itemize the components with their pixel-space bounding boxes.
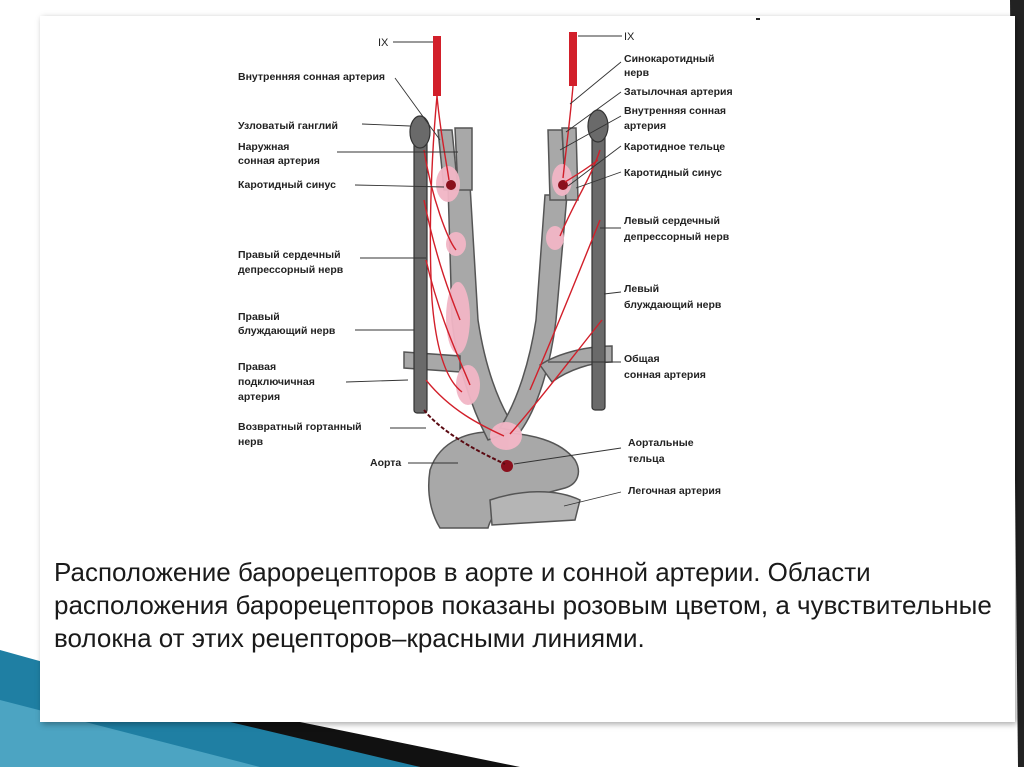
right-external-carotid (454, 127, 473, 191)
label-common-carotid-2: сонная артерия (624, 369, 706, 381)
right-cc-zone-3 (456, 365, 480, 405)
label-carotid-body: Каротидное тельце (624, 141, 725, 153)
label-sinocarotid-1: Синокаротидный (624, 53, 714, 65)
baroreceptor-diagram: IX Внутренняя сонная артерия Узловатый г… (238, 18, 760, 529)
left-nodose-ganglion (587, 109, 609, 143)
leader-lines (337, 35, 622, 507)
slide-caption: Расположение барорецепторов в аорте и со… (54, 557, 992, 653)
label-external-carotid-1: Наружная (238, 141, 289, 153)
label-pulmonary: Легочная артерия (628, 485, 721, 497)
glossopharyngeal-nerves (433, 32, 577, 96)
label-left-depressor-1: Левый сердечный (624, 215, 720, 227)
label-recurrent-laryngeal-1: Возвратный гортанный (238, 421, 362, 433)
right-labels: IX Синокаротидный нерв Затылочная артери… (624, 31, 733, 497)
label-internal-carotid-right-2: артерия (624, 120, 666, 132)
right-carotid-body (446, 180, 456, 190)
label-left-depressor-2: депрессорный нерв (624, 231, 730, 243)
right-nodose-ganglion (409, 115, 431, 149)
baroreceptor-zones (436, 164, 572, 450)
label-common-carotid-1: Общая (624, 353, 660, 365)
label-aorta: Аорта (370, 457, 401, 469)
label-recurrent-laryngeal-2: нерв (238, 436, 264, 448)
label-ix-right: IX (624, 31, 635, 43)
label-left-vagus-1: Левый (624, 283, 659, 295)
sensory-fibers (423, 85, 603, 465)
label-internal-carotid-left: Внутренняя сонная артерия (238, 71, 385, 83)
label-aortic-bodies-1: Аортальные (628, 437, 694, 449)
left-vagus-trunk (591, 117, 606, 411)
label-right-subclavian-2: подключичная (238, 376, 315, 388)
corner-mark (756, 18, 760, 20)
label-right-subclavian-3: артерия (238, 391, 280, 403)
label-occipital: Затылочная артерия (624, 86, 733, 98)
right-vagus-trunk (413, 124, 428, 414)
label-nodose-ganglion: Узловатый ганглий (238, 120, 338, 132)
vagus-trunks (409, 109, 609, 414)
left-cc-zone (546, 226, 564, 250)
label-right-vagus-1: Правый (238, 311, 280, 323)
label-right-vagus-2: блуждающий нерв (238, 325, 336, 337)
label-carotid-sinus-right: Каротидный синус (624, 167, 722, 179)
pulmonary-artery (489, 491, 581, 526)
right-subclavian (403, 351, 461, 373)
left-labels: IX Внутренняя сонная артерия Узловатый г… (238, 37, 401, 469)
right-cc-zone-1 (446, 232, 466, 256)
label-carotid-sinus-left: Каротидный синус (238, 179, 336, 191)
label-internal-carotid-right-1: Внутренняя сонная (624, 105, 726, 117)
label-right-depressor-2: депрессорный нерв (238, 264, 344, 276)
label-sinocarotid-2: нерв (624, 67, 650, 79)
aortic-body (501, 460, 513, 472)
label-right-depressor-1: Правый сердечный (238, 249, 341, 261)
label-aortic-bodies-2: тельца (628, 453, 665, 465)
label-external-carotid-2: сонная артерия (238, 155, 320, 167)
label-right-subclavian-1: Правая (238, 361, 276, 373)
label-ix-left: IX (378, 37, 389, 49)
decor-dark-stripe (230, 722, 520, 767)
label-left-vagus-2: блуждающий нерв (624, 299, 722, 311)
